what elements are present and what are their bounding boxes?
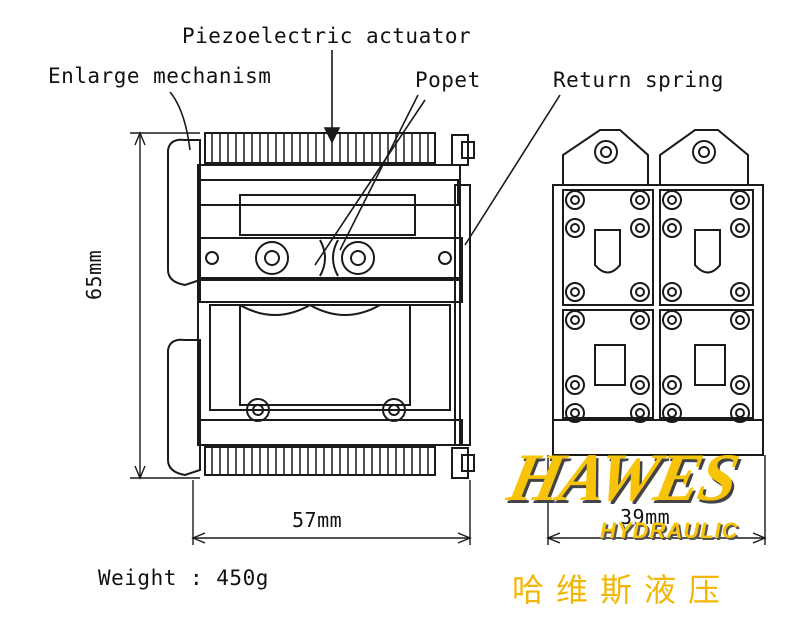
bolt-hole-center bbox=[735, 380, 745, 390]
bolt-hole-center bbox=[667, 223, 677, 233]
bolt-hole bbox=[662, 282, 682, 302]
top-actuator bbox=[204, 132, 436, 164]
label-return-spring: Return spring bbox=[553, 68, 724, 92]
bolt-hole bbox=[662, 403, 682, 423]
watermark-sub: HYDRAULIC bbox=[600, 518, 739, 543]
bolt-hole-center bbox=[735, 223, 745, 233]
bolt-hole bbox=[730, 403, 750, 423]
watermark-logo: HAWES bbox=[502, 439, 744, 515]
bolt-hole bbox=[730, 310, 750, 330]
bolt-hole-center bbox=[735, 315, 745, 325]
bolt-hole-center bbox=[735, 195, 745, 205]
bolt-hole bbox=[730, 218, 750, 238]
bolt-hole bbox=[630, 375, 650, 395]
bolt-hole-center bbox=[570, 287, 580, 297]
weight-label: Weight : 450g bbox=[98, 566, 269, 590]
bolt-hole bbox=[730, 190, 750, 210]
bolt-hole-center bbox=[667, 315, 677, 325]
section-view bbox=[167, 132, 475, 479]
dimension-lines bbox=[130, 131, 767, 545]
watermark-chinese: 哈维斯液压 bbox=[512, 571, 733, 609]
bolt-hole bbox=[565, 282, 585, 302]
bolt-hole-center bbox=[570, 195, 580, 205]
bolt-hole-center bbox=[667, 380, 677, 390]
bolt-hole-center bbox=[635, 408, 645, 418]
dimension-width: 57mm bbox=[292, 508, 343, 532]
bolt-hole-center bbox=[635, 315, 645, 325]
bolt-hole-center bbox=[667, 287, 677, 297]
bolt-hole bbox=[730, 375, 750, 395]
label-popet: Popet bbox=[415, 68, 481, 92]
bolt-hole bbox=[565, 218, 585, 238]
dimension-width-right: 39mm bbox=[620, 505, 671, 529]
bolt-hole-center bbox=[735, 408, 745, 418]
bolt-hole bbox=[630, 282, 650, 302]
bottom-actuator bbox=[204, 446, 436, 476]
bolt-hole bbox=[565, 190, 585, 210]
bolt-hole bbox=[730, 282, 750, 302]
bolt-hole bbox=[565, 403, 585, 423]
bolt-hole bbox=[662, 218, 682, 238]
label-enlarge-mechanism: Enlarge mechanism bbox=[48, 64, 272, 88]
bolt-hole bbox=[565, 375, 585, 395]
bolt-hole bbox=[630, 218, 650, 238]
bolt-hole bbox=[630, 310, 650, 330]
bolt-hole bbox=[630, 403, 650, 423]
bolt-hole-center bbox=[735, 287, 745, 297]
bolt-hole-center bbox=[570, 380, 580, 390]
bolt-hole bbox=[662, 310, 682, 330]
bolt-hole-center bbox=[635, 380, 645, 390]
bolt-hole-center bbox=[570, 408, 580, 418]
bolt-hole-center bbox=[635, 287, 645, 297]
bolt-hole bbox=[662, 375, 682, 395]
label-piezoelectric-actuator: Piezoelectric actuator bbox=[182, 24, 472, 48]
bolt-hole-center bbox=[570, 315, 580, 325]
bolt-hole-center bbox=[667, 195, 677, 205]
bolt-hole bbox=[630, 190, 650, 210]
bolt-hole-center bbox=[570, 223, 580, 233]
leader-lines bbox=[169, 50, 561, 266]
bolt-hole-center bbox=[635, 223, 645, 233]
bolt-hole bbox=[565, 310, 585, 330]
side-view bbox=[552, 129, 764, 456]
bolt-hole bbox=[662, 190, 682, 210]
dimension-height: 65mm bbox=[82, 249, 106, 300]
bolt-hole-center bbox=[667, 408, 677, 418]
bolt-hole-center bbox=[635, 195, 645, 205]
